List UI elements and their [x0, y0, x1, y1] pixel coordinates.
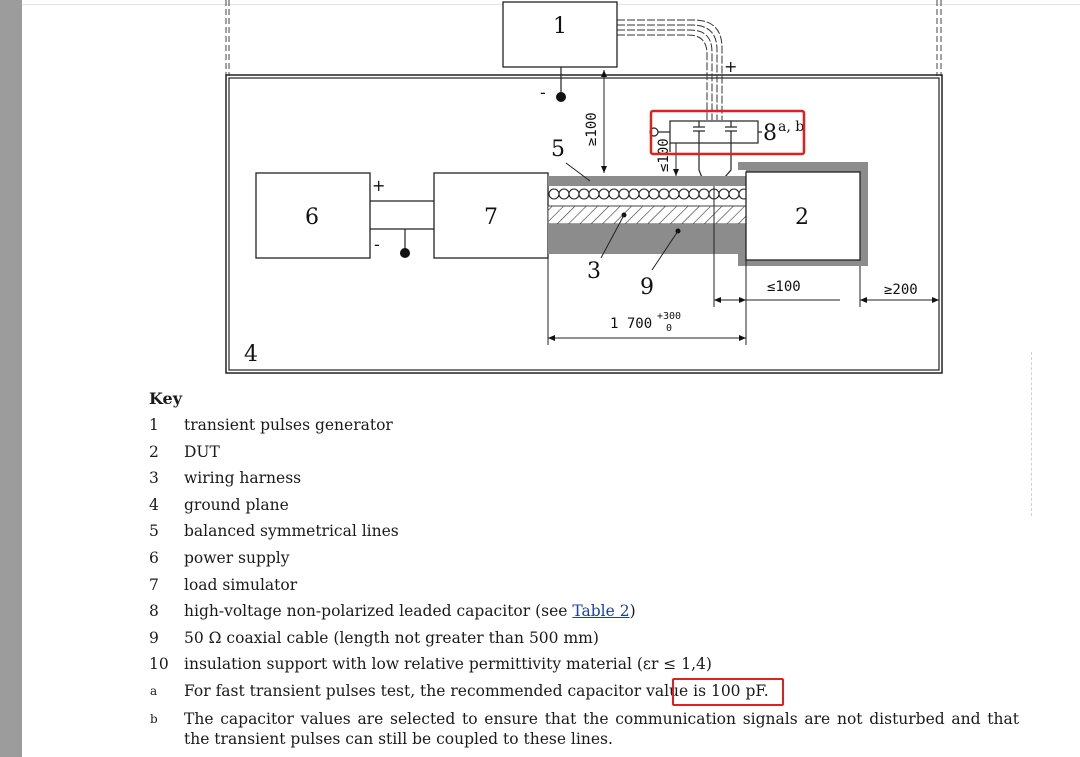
- label-3: 3: [587, 259, 601, 284]
- line-conductor: [548, 188, 560, 200]
- page-margin-mark: [1031, 352, 1036, 516]
- test-setup-diagram: - + 8 a, b + -: [225, 0, 943, 374]
- label-5: 5: [551, 137, 565, 162]
- dut: [738, 162, 868, 266]
- line-conductor: [698, 188, 710, 200]
- line-conductor: [668, 188, 680, 200]
- label-8: 8: [763, 121, 777, 146]
- label-1: 1: [553, 14, 567, 39]
- line-conductor: [618, 188, 630, 200]
- dim-length-text: 1 700: [610, 316, 652, 332]
- line-conductor: [608, 188, 620, 200]
- enclosure-top: [225, 0, 942, 76]
- table-2-link[interactable]: Table 2: [572, 602, 630, 621]
- dim-edge-text: ≥200: [884, 282, 918, 298]
- plus-sign: +: [724, 57, 737, 76]
- key-title: Key: [149, 389, 183, 408]
- wiring-harness: [547, 176, 750, 254]
- coaxial-cable: [617, 19, 723, 120]
- line-conductor: [638, 188, 650, 200]
- power-minus-sign: -: [374, 235, 380, 254]
- power-plus-sign: +: [372, 176, 385, 195]
- highlight-box-capacitor: [649, 109, 806, 156]
- label-6: 6: [305, 205, 319, 230]
- label-2: 2: [795, 205, 809, 230]
- line-conductor: [648, 188, 660, 200]
- line-conductor: [568, 188, 580, 200]
- leader-lines: [565, 162, 679, 271]
- line-conductor: [628, 188, 640, 200]
- line-conductor: [678, 188, 690, 200]
- line-conductor: [598, 188, 610, 200]
- minus-sign: -: [540, 83, 546, 102]
- left-scroll-gutter: [0, 0, 22, 757]
- label-9: 9: [640, 275, 654, 300]
- line-conductor: [588, 188, 600, 200]
- label-4: 4: [244, 342, 258, 367]
- line-conductor: [558, 188, 570, 200]
- dim-length-tol-zero: 0: [666, 323, 672, 334]
- line-conductor: [578, 188, 590, 200]
- line-conductor: [728, 188, 740, 200]
- dim-dut-offset-text: ≤100: [767, 279, 801, 295]
- dim-generator-height-text: ≥100: [584, 112, 600, 146]
- highlight-box-capacitor-value: [672, 678, 784, 706]
- label-7: 7: [484, 205, 498, 230]
- line-conductor: [658, 188, 670, 200]
- power-supply: [255, 172, 434, 259]
- line-conductor: [688, 188, 700, 200]
- dim-length-tol-plus: +300: [657, 311, 681, 322]
- label-8-superscript: a, b: [778, 119, 804, 135]
- ground-plane: [225, 74, 943, 374]
- line-conductor: [718, 188, 730, 200]
- load-simulator: [433, 172, 549, 259]
